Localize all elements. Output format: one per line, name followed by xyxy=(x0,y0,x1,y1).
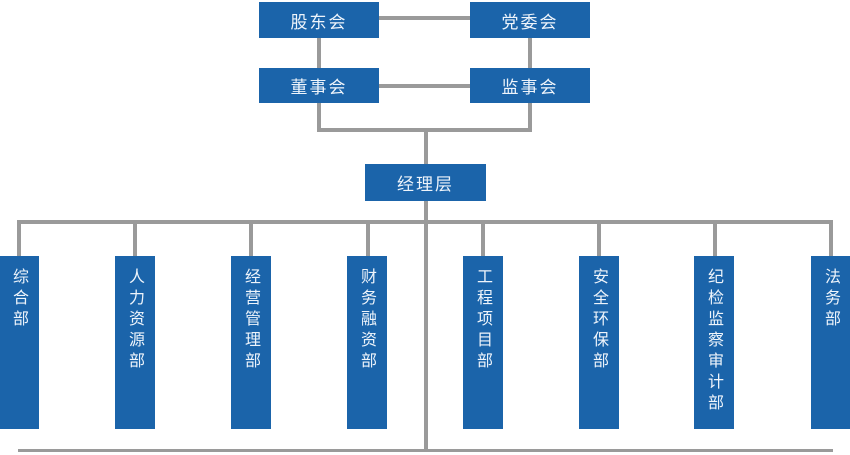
node-supervisory-board-label: 监事会 xyxy=(501,78,559,98)
node-general-department: 综合部 xyxy=(0,256,39,429)
node-business-management-department-label: 经营管理部 xyxy=(242,268,261,373)
node-business-management-department: 经营管理部 xyxy=(231,256,271,429)
stem-below-management xyxy=(424,201,428,452)
node-discipline-inspection-audit-department-label: 纪检监察审计部 xyxy=(705,268,724,415)
connector-shareholders-to-board xyxy=(317,38,321,68)
node-general-department-label: 综合部 xyxy=(10,268,29,331)
connector-board-supervisory xyxy=(378,84,470,88)
drop-safety-environment xyxy=(597,224,601,256)
node-board-of-directors-label: 董事会 xyxy=(290,78,348,98)
drop-human-resources xyxy=(133,224,137,256)
drop-general-department xyxy=(17,224,21,256)
node-engineering-project-department: 工程项目部 xyxy=(463,256,503,429)
drop-discipline-audit xyxy=(713,224,717,256)
drop-below-supervisory xyxy=(528,103,532,132)
drop-engineering-project xyxy=(481,224,485,256)
connector-shareholders-party xyxy=(379,16,470,20)
node-legal-affairs-department: 法务部 xyxy=(811,256,850,429)
node-discipline-inspection-audit-department: 纪检监察审计部 xyxy=(694,256,734,429)
node-human-resources-department-label: 人力资源部 xyxy=(126,268,145,373)
drop-finance-financing xyxy=(366,224,370,256)
node-management-level-label: 经理层 xyxy=(397,175,454,195)
connector-party-to-supervisory xyxy=(528,38,532,68)
node-supervisory-board: 监事会 xyxy=(470,68,590,103)
node-shareholders-meeting-label: 股东会 xyxy=(290,12,348,33)
node-safety-environment-department: 安全环保部 xyxy=(579,256,619,429)
node-party-committee-label: 党委会 xyxy=(501,12,559,33)
bracket-horizontal xyxy=(317,128,532,132)
node-safety-environment-department-label: 安全环保部 xyxy=(590,268,609,373)
department-rail xyxy=(17,220,833,224)
node-management-level: 经理层 xyxy=(365,164,486,201)
bottom-rail xyxy=(18,449,833,452)
stem-to-management xyxy=(424,132,428,164)
drop-business-management xyxy=(249,224,253,256)
node-engineering-project-department-label: 工程项目部 xyxy=(474,268,493,373)
node-board-of-directors: 董事会 xyxy=(259,68,379,103)
node-human-resources-department: 人力资源部 xyxy=(115,256,155,429)
node-party-committee: 党委会 xyxy=(470,2,590,38)
drop-legal-affairs xyxy=(829,224,833,256)
node-finance-financing-department: 财务融资部 xyxy=(347,256,387,429)
node-legal-affairs-department-label: 法务部 xyxy=(822,268,841,331)
node-shareholders-meeting: 股东会 xyxy=(259,2,379,38)
node-finance-financing-department-label: 财务融资部 xyxy=(358,268,377,373)
drop-below-board xyxy=(317,103,321,132)
